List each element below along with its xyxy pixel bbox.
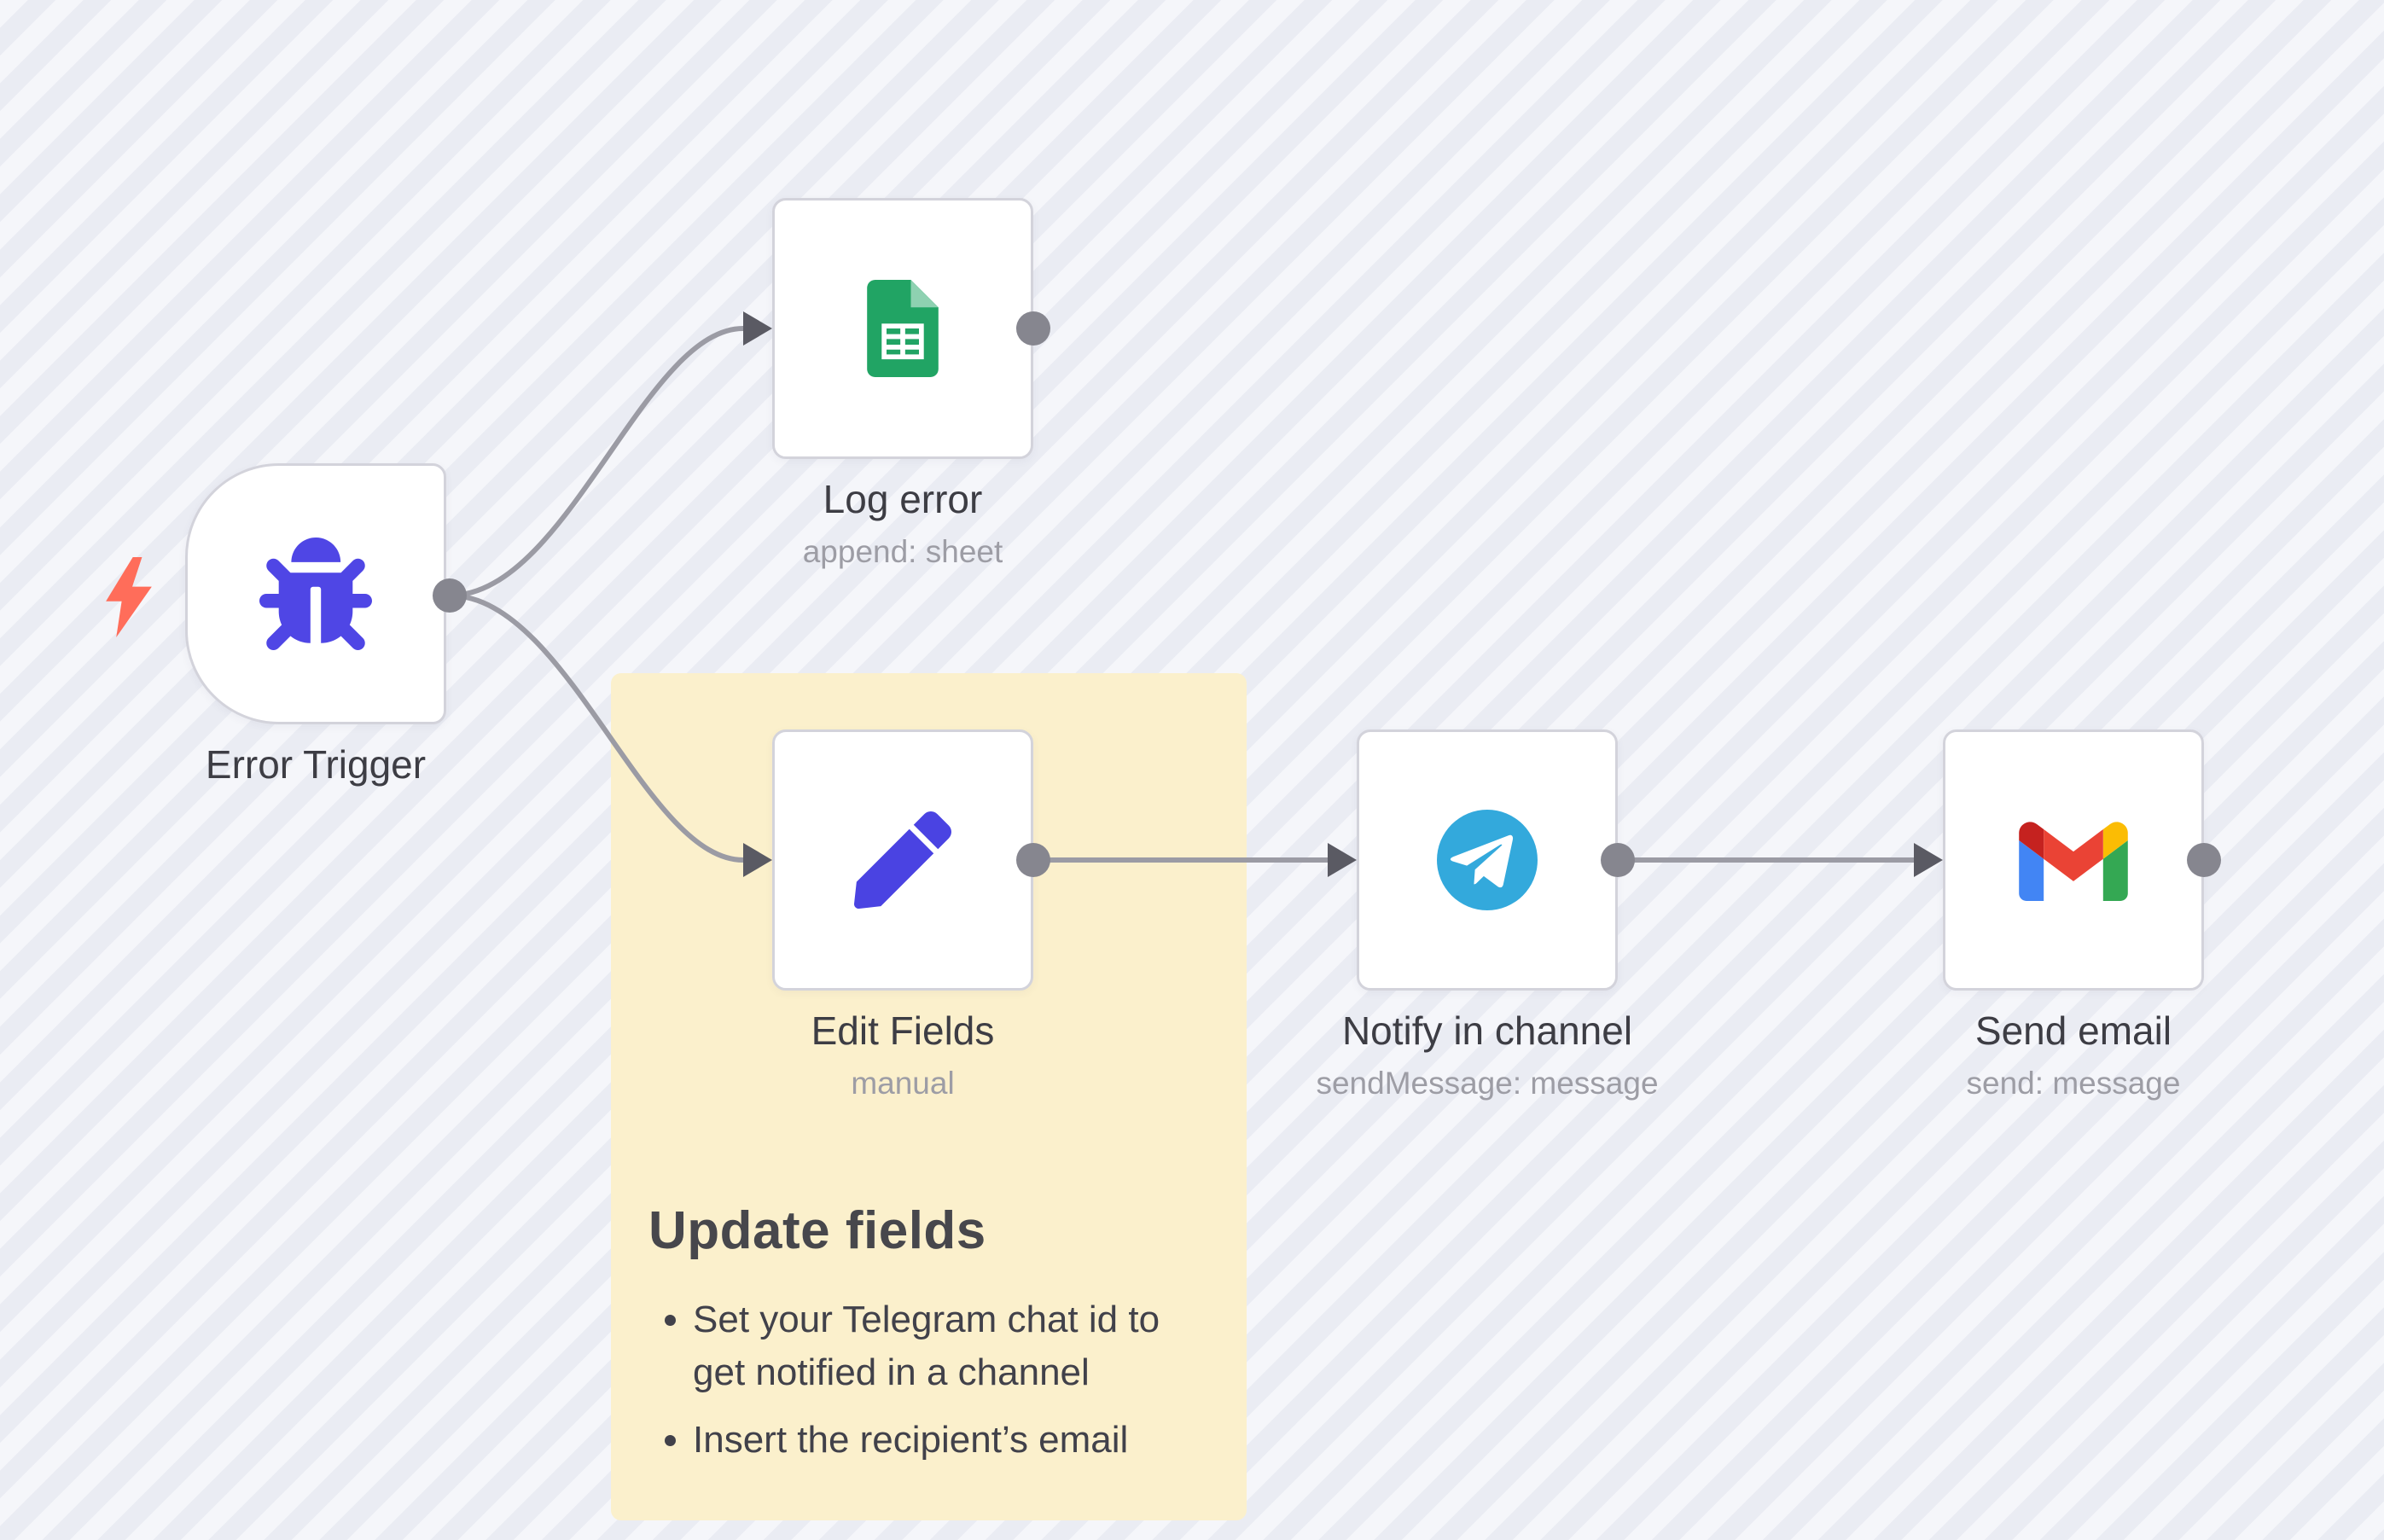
output-endpoint[interactable] [1601,843,1635,877]
node-label: Edit Fields [811,1008,995,1053]
input-endpoint-arrow-icon[interactable] [743,311,772,346]
connection-trigger-to-log[interactable] [447,326,746,598]
node-label: Log error [823,477,983,521]
notify-in-channel-box[interactable] [1357,729,1618,991]
connection-trigger-to-edit[interactable] [447,593,746,863]
gmail-icon [2019,819,2128,901]
google-sheets-icon [867,280,939,377]
node-log-error[interactable]: Log error append: sheet [772,198,1033,569]
node-label: Error Trigger [205,742,427,787]
node-subtitle: append: sheet [802,534,1003,569]
bug-icon [259,538,372,650]
sticky-note-bullet: Insert the recipient’s email [693,1414,1212,1467]
sticky-note-title: Update fields [648,1201,986,1260]
send-email-box[interactable] [1943,729,2204,991]
log-error-box[interactable] [772,198,1033,459]
sticky-note-list: Set your Telegram chat id to get notifie… [648,1293,1212,1467]
sticky-note-content: Update fields Set your Telegram chat id … [648,1200,1212,1480]
node-edit-fields[interactable]: Edit Fields manual [772,729,1033,1101]
node-send-email[interactable]: Send email send: message [1943,729,2204,1101]
telegram-icon [1437,810,1538,910]
node-notify-in-channel[interactable]: Notify in channel sendMessage: message [1316,729,1659,1101]
node-subtitle: sendMessage: message [1316,1066,1659,1101]
node-subtitle: manual [851,1066,955,1101]
output-endpoint[interactable] [1016,843,1050,877]
sticky-note-bullet: Set your Telegram chat id to get notifie… [693,1293,1212,1400]
edit-fields-box[interactable] [772,729,1033,991]
node-error-trigger[interactable]: Error Trigger [185,463,446,787]
output-endpoint[interactable] [2187,843,2221,877]
input-endpoint-arrow-icon[interactable] [1328,843,1357,877]
pencil-icon [854,811,951,909]
output-endpoint[interactable] [433,578,467,613]
node-label: Send email [1974,1008,2172,1053]
node-label: Notify in channel [1341,1008,1633,1053]
input-endpoint-arrow-icon[interactable] [1914,843,1943,877]
error-trigger-box[interactable] [185,463,446,724]
node-subtitle: send: message [1966,1066,2181,1101]
output-endpoint[interactable] [1016,311,1050,346]
trigger-lightning-icon [105,557,153,637]
input-endpoint-arrow-icon[interactable] [743,843,772,877]
